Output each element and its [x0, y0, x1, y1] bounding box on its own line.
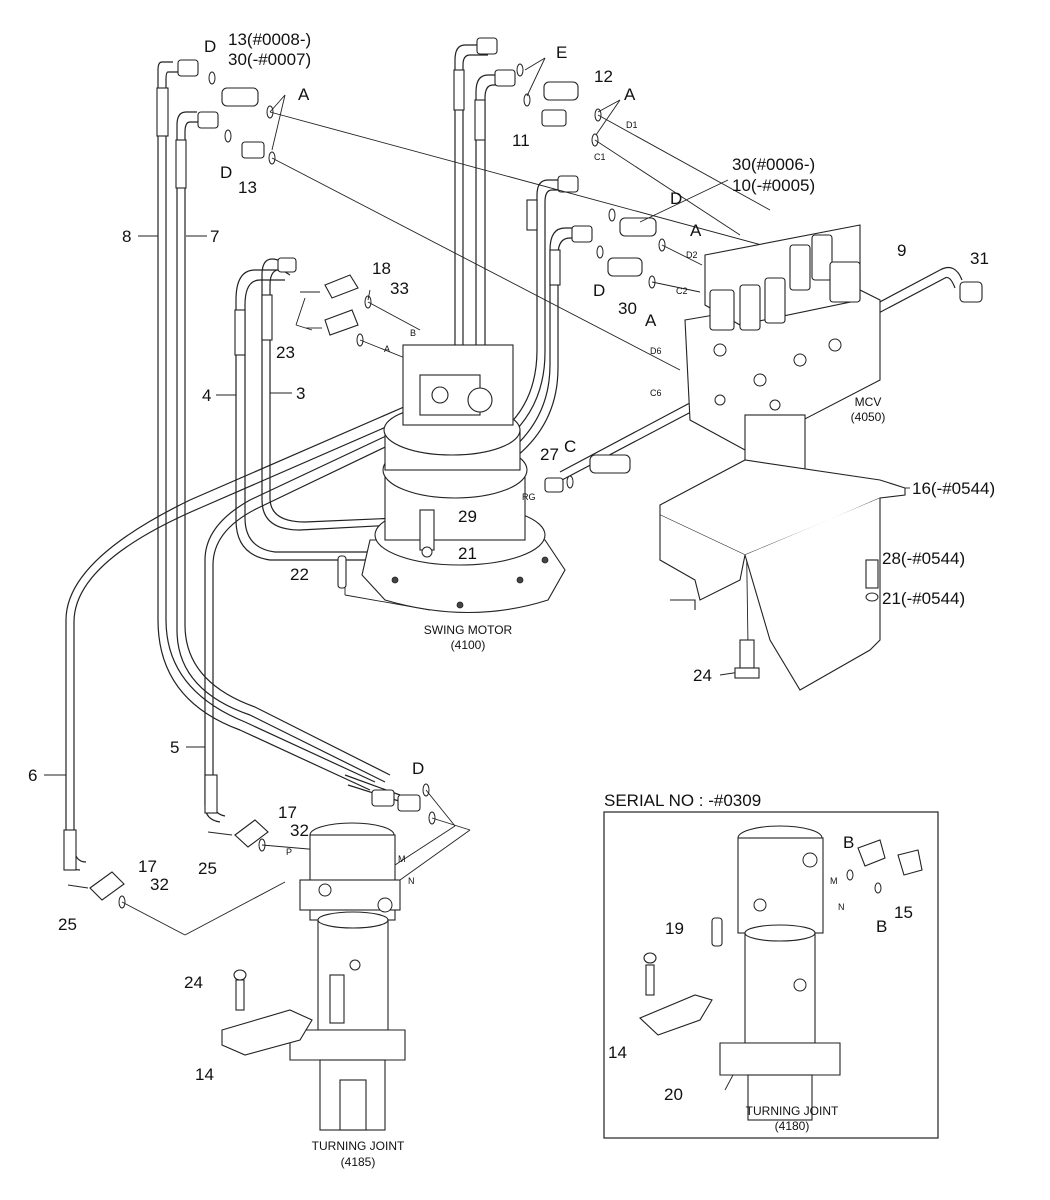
label-d-3: D	[670, 189, 682, 208]
label-33: 33	[390, 279, 409, 298]
label-15: 15	[894, 903, 913, 922]
leader-lines	[44, 57, 910, 936]
label-14-b: 14	[608, 1043, 627, 1062]
label-32-a: 32	[290, 821, 309, 840]
port-c6: C6	[650, 388, 662, 398]
label-a-3: A	[690, 221, 702, 240]
label-25-b: 25	[58, 915, 77, 934]
label-32-b: 32	[150, 875, 169, 894]
top-center-fittings	[476, 37, 602, 147]
label-c: C	[564, 437, 576, 456]
mcv-fittings	[557, 175, 666, 289]
title-swing-motor: SWING MOTOR	[424, 623, 513, 637]
port-n-2: N	[838, 902, 845, 912]
label-b-2: B	[876, 917, 887, 936]
flange-18-fittings	[277, 257, 372, 347]
label-21: 21	[458, 544, 477, 563]
label-a-1: A	[298, 85, 310, 104]
hose-3	[261, 258, 399, 531]
port-d1: D1	[626, 120, 638, 130]
component-titles: SWING MOTOR (4100) MCV (4050) TURNING JO…	[312, 395, 886, 1169]
label-6: 6	[28, 766, 37, 785]
plate-14-left	[221, 969, 313, 1056]
label-28: 28(-#0544)	[882, 549, 965, 568]
label-a-4: A	[645, 311, 657, 330]
swing-motor	[337, 344, 566, 613]
flange-17-fittings	[67, 819, 269, 909]
label-24-b: 24	[184, 973, 203, 992]
label-4: 4	[202, 386, 211, 405]
hose-5	[204, 419, 426, 823]
label-10-0005: 10(-#0005)	[732, 176, 815, 195]
label-29: 29	[458, 507, 477, 526]
serial-number-label: SERIAL NO : -#0309	[604, 791, 761, 810]
port-labels: D1 C1 D2 C2 D6 C6 B A RG P M N M N	[286, 120, 845, 912]
title-mcv: MCV	[855, 395, 882, 409]
label-24-a: 24	[693, 666, 712, 685]
label-30-0006: 30(#0006-)	[732, 155, 815, 174]
label-11: 11	[512, 131, 530, 150]
hose-8	[156, 61, 376, 791]
port-rg: RG	[522, 492, 536, 502]
label-d-5: D	[412, 759, 424, 778]
label-e: E	[556, 43, 567, 62]
port-c1: C1	[594, 152, 606, 162]
title-turning-joint-2-no: (4180)	[775, 1119, 810, 1133]
label-13: 13	[238, 178, 257, 197]
port-p: P	[286, 847, 292, 857]
label-b-1: B	[843, 833, 854, 852]
label-14-a: 14	[195, 1065, 214, 1084]
title-turning-joint: TURNING JOINT	[312, 1139, 405, 1153]
turning-joint-4185	[289, 822, 406, 1131]
label-12: 12	[594, 67, 613, 86]
hose-9	[559, 267, 963, 481]
label-d-4: D	[593, 281, 605, 300]
label-21-0544: 21(-#0544)	[882, 589, 965, 608]
serial-inset	[603, 811, 939, 1139]
mcv-bracket-16	[659, 459, 906, 691]
title-mcv-no: (4050)	[851, 410, 886, 424]
port-c2: C2	[676, 286, 688, 296]
label-a-2: A	[624, 85, 636, 104]
label-17-b: 17	[138, 857, 157, 876]
label-3: 3	[296, 384, 305, 403]
label-25-a: 25	[198, 859, 217, 878]
port-b: B	[410, 328, 416, 338]
label-19: 19	[665, 919, 684, 938]
title-swing-motor-no: (4100)	[451, 638, 486, 652]
label-d-2: D	[220, 163, 232, 182]
mcv-rg-fittings	[544, 281, 983, 493]
label-20: 20	[664, 1085, 683, 1104]
title-turning-joint-no: (4185)	[341, 1155, 376, 1169]
port-d6: D6	[650, 346, 662, 356]
label-27: 27	[540, 445, 559, 464]
port-m-2: M	[830, 876, 838, 886]
callout-labels: 8 7 4 3 6 5 D 13(#0008-) 30(-#0007) A D …	[28, 30, 995, 1104]
label-30: 30	[618, 299, 637, 318]
port-d2: D2	[686, 250, 698, 260]
label-7: 7	[210, 227, 219, 246]
lower-d-fittings	[371, 783, 436, 825]
label-8: 8	[122, 227, 131, 246]
label-13-0008: 13(#0008-)	[228, 30, 311, 49]
label-9: 9	[897, 241, 906, 260]
label-16: 16(-#0544)	[912, 479, 995, 498]
port-m: M	[398, 854, 406, 864]
title-turning-joint-2: TURNING JOINT	[746, 1104, 839, 1118]
port-a: A	[384, 344, 390, 354]
hose-4	[234, 269, 385, 561]
label-d-1: D	[204, 37, 216, 56]
label-30-0007: 30(-#0007)	[228, 50, 311, 69]
label-5: 5	[170, 738, 179, 757]
label-18: 18	[372, 259, 391, 278]
hose-7	[175, 111, 391, 783]
label-31: 31	[970, 249, 989, 268]
label-23: 23	[276, 343, 295, 362]
hose-6	[63, 399, 426, 871]
mcv-valve	[684, 224, 881, 476]
label-17-a: 17	[278, 803, 297, 822]
label-22: 22	[290, 565, 309, 584]
port-n: N	[408, 876, 415, 886]
